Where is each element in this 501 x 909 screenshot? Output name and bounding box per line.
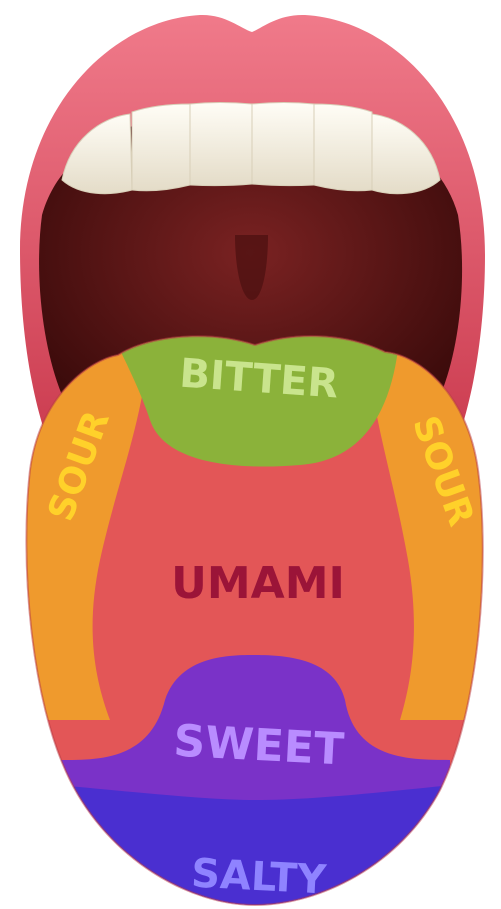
sweet-label: SWEET xyxy=(172,716,345,776)
upper-teeth xyxy=(62,103,440,194)
umami-label: UMAMI xyxy=(171,558,345,609)
salty-label: SALTY xyxy=(190,851,328,904)
tongue xyxy=(0,320,501,909)
